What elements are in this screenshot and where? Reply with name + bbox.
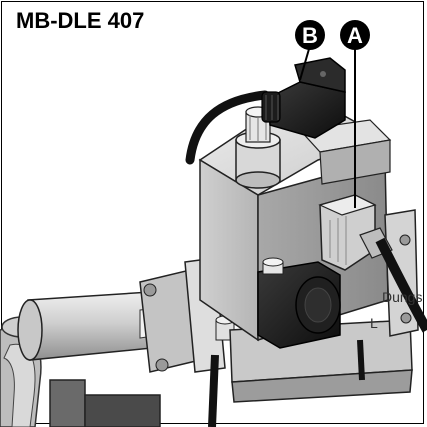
inlet-flange [139,254,235,373]
terminal-label: L [370,315,378,331]
bottom-cable [208,339,365,427]
regulator-dome [235,106,281,189]
callout-b: B [295,20,325,50]
figure-title: MB-DLE 407 [16,8,145,33]
solenoid-coil [257,257,341,349]
inlet-pipe [17,291,161,361]
callout-a-label: A [347,23,363,48]
connector-a [318,194,427,333]
brand-mark: Dungs [382,289,422,305]
connector-b [261,57,346,139]
leader-line-b [299,48,310,81]
callout-a: A [340,20,370,50]
connector-b-cable [185,90,270,165]
callout-b-label: B [302,23,318,48]
